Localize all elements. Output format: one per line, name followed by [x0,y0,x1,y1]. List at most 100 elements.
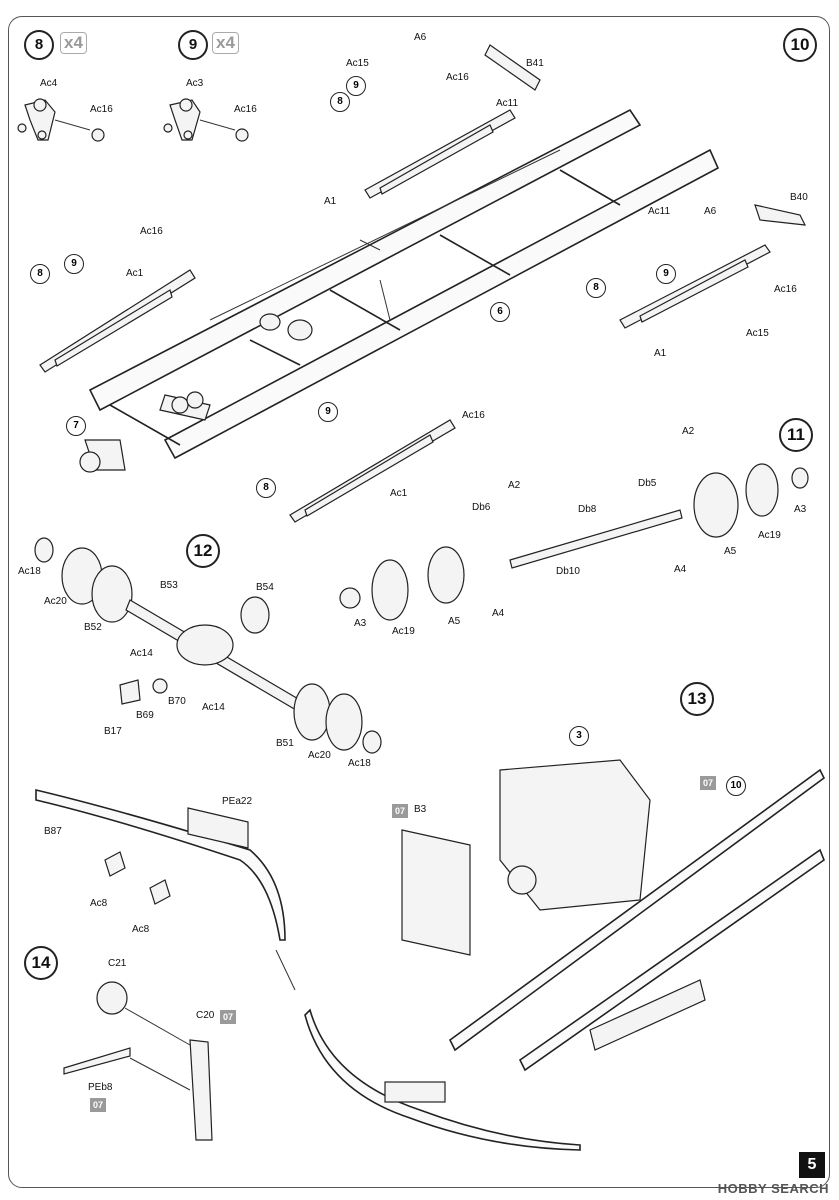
label-ac20: Ac20 [44,596,67,607]
step-14-badge: 14 [24,946,58,980]
label-ac1: Ac1 [126,268,144,279]
step-10-badge: 10 [783,28,817,62]
label-a5: A5 [448,616,461,627]
label-ac14: Ac14 [202,702,225,713]
label-a5: A5 [724,546,737,557]
label-ac8: Ac8 [132,924,150,935]
callout-7: 7 [66,416,86,436]
bracket-c20 [189,1039,213,1141]
paint-code-badge: 07 [220,1010,237,1024]
label-ac4: Ac4 [40,78,58,89]
label-ac16: Ac16 [90,104,113,115]
label-b17: B17 [104,726,122,737]
label-ac19: Ac19 [392,626,415,637]
label-a6: A6 [704,206,717,217]
label-db6: Db6 [472,502,491,513]
page-frame [8,16,830,1188]
label-b69: B69 [136,710,154,721]
label-a6: A6 [414,32,427,43]
label-a4: A4 [674,564,687,575]
label-a3: A3 [794,504,807,515]
callout-9: 9 [656,264,676,284]
leaf-spring-left [39,269,196,373]
label-ac8: Ac8 [90,898,108,909]
label-ac15: Ac15 [746,328,769,339]
label-b53: B53 [160,580,178,591]
paint-code-badge: 07 [392,804,409,818]
label-a1: A1 [654,348,667,359]
label-b70: B70 [168,696,186,707]
label-ac3: Ac3 [186,78,204,89]
callout-6: 6 [490,302,510,322]
leaf-spring-top [364,109,516,199]
leaf-spring-low [289,419,456,523]
label-a2: A2 [508,480,521,491]
callout-8: 8 [30,264,50,284]
lamp-c21 [96,981,128,1015]
chassis-frame [88,108,720,460]
label-ac16: Ac16 [140,226,163,237]
paint-code-badge: 07 [700,776,717,790]
radiator [401,829,471,956]
label-a3: A3 [354,618,367,629]
label-ac15: Ac15 [346,58,369,69]
label-a2: A2 [682,426,695,437]
tie-rod [509,509,683,569]
page-number: 5 [799,1152,825,1178]
label-ac1: Ac1 [390,488,408,499]
label-ac16: Ac16 [774,284,797,295]
callout-10: 10 [726,776,746,796]
step-8-multiplier: x4 [60,32,87,54]
callout-8: 8 [330,92,350,112]
paint-code-badge: 07 [90,1098,107,1112]
label-db10: Db10 [556,566,580,577]
label-b52: B52 [84,622,102,633]
label-ac11: Ac11 [648,206,671,217]
engine [499,759,651,911]
label-c21: C21 [108,958,127,969]
label-c20: C20 [196,1010,215,1021]
label-ac18: Ac18 [18,566,41,577]
label-ac16: Ac16 [462,410,485,421]
label-ac18: Ac18 [348,758,371,769]
label-b40: B40 [790,192,808,203]
label-ac20: Ac20 [308,750,331,761]
label-peb8: PEb8 [88,1082,113,1093]
step-8-badge: 8 [24,30,54,60]
label-a4: A4 [492,608,505,619]
step-9-badge: 9 [178,30,208,60]
label-b51: B51 [276,738,294,749]
label-b41: B41 [526,58,544,69]
label-b3: B3 [414,804,427,815]
callout-8: 8 [256,478,276,498]
label-db8: Db8 [578,504,597,515]
bumper-b87 [35,788,286,941]
callout-9: 9 [346,76,366,96]
step-9-multiplier: x4 [212,32,239,54]
callout-3: 3 [569,726,589,746]
leaf-spring-right [619,244,771,329]
callout-9: 9 [64,254,84,274]
shackle-part-ac4 [17,98,56,141]
label-pea22: PEa22 [222,796,253,807]
step-13-badge: 13 [680,682,714,716]
label-b87: B87 [44,826,62,837]
label-b54: B54 [256,582,274,593]
step-12-badge: 12 [186,534,220,568]
label-ac16: Ac16 [446,72,469,83]
label-ac14: Ac14 [130,648,153,659]
label-ac11: Ac11 [496,98,519,109]
shackle-part-ac3 [163,98,201,141]
bumper-installed [304,1008,581,1151]
watermark: HOBBY SEARCH [717,1181,829,1196]
label-a1: A1 [324,196,337,207]
callout-8: 8 [586,278,606,298]
step-11-badge: 11 [779,418,813,452]
label-ac16: Ac16 [234,104,257,115]
label-ac19: Ac19 [758,530,781,541]
brake-drum-right [693,472,739,538]
callout-9: 9 [318,402,338,422]
label-db5: Db5 [638,478,657,489]
